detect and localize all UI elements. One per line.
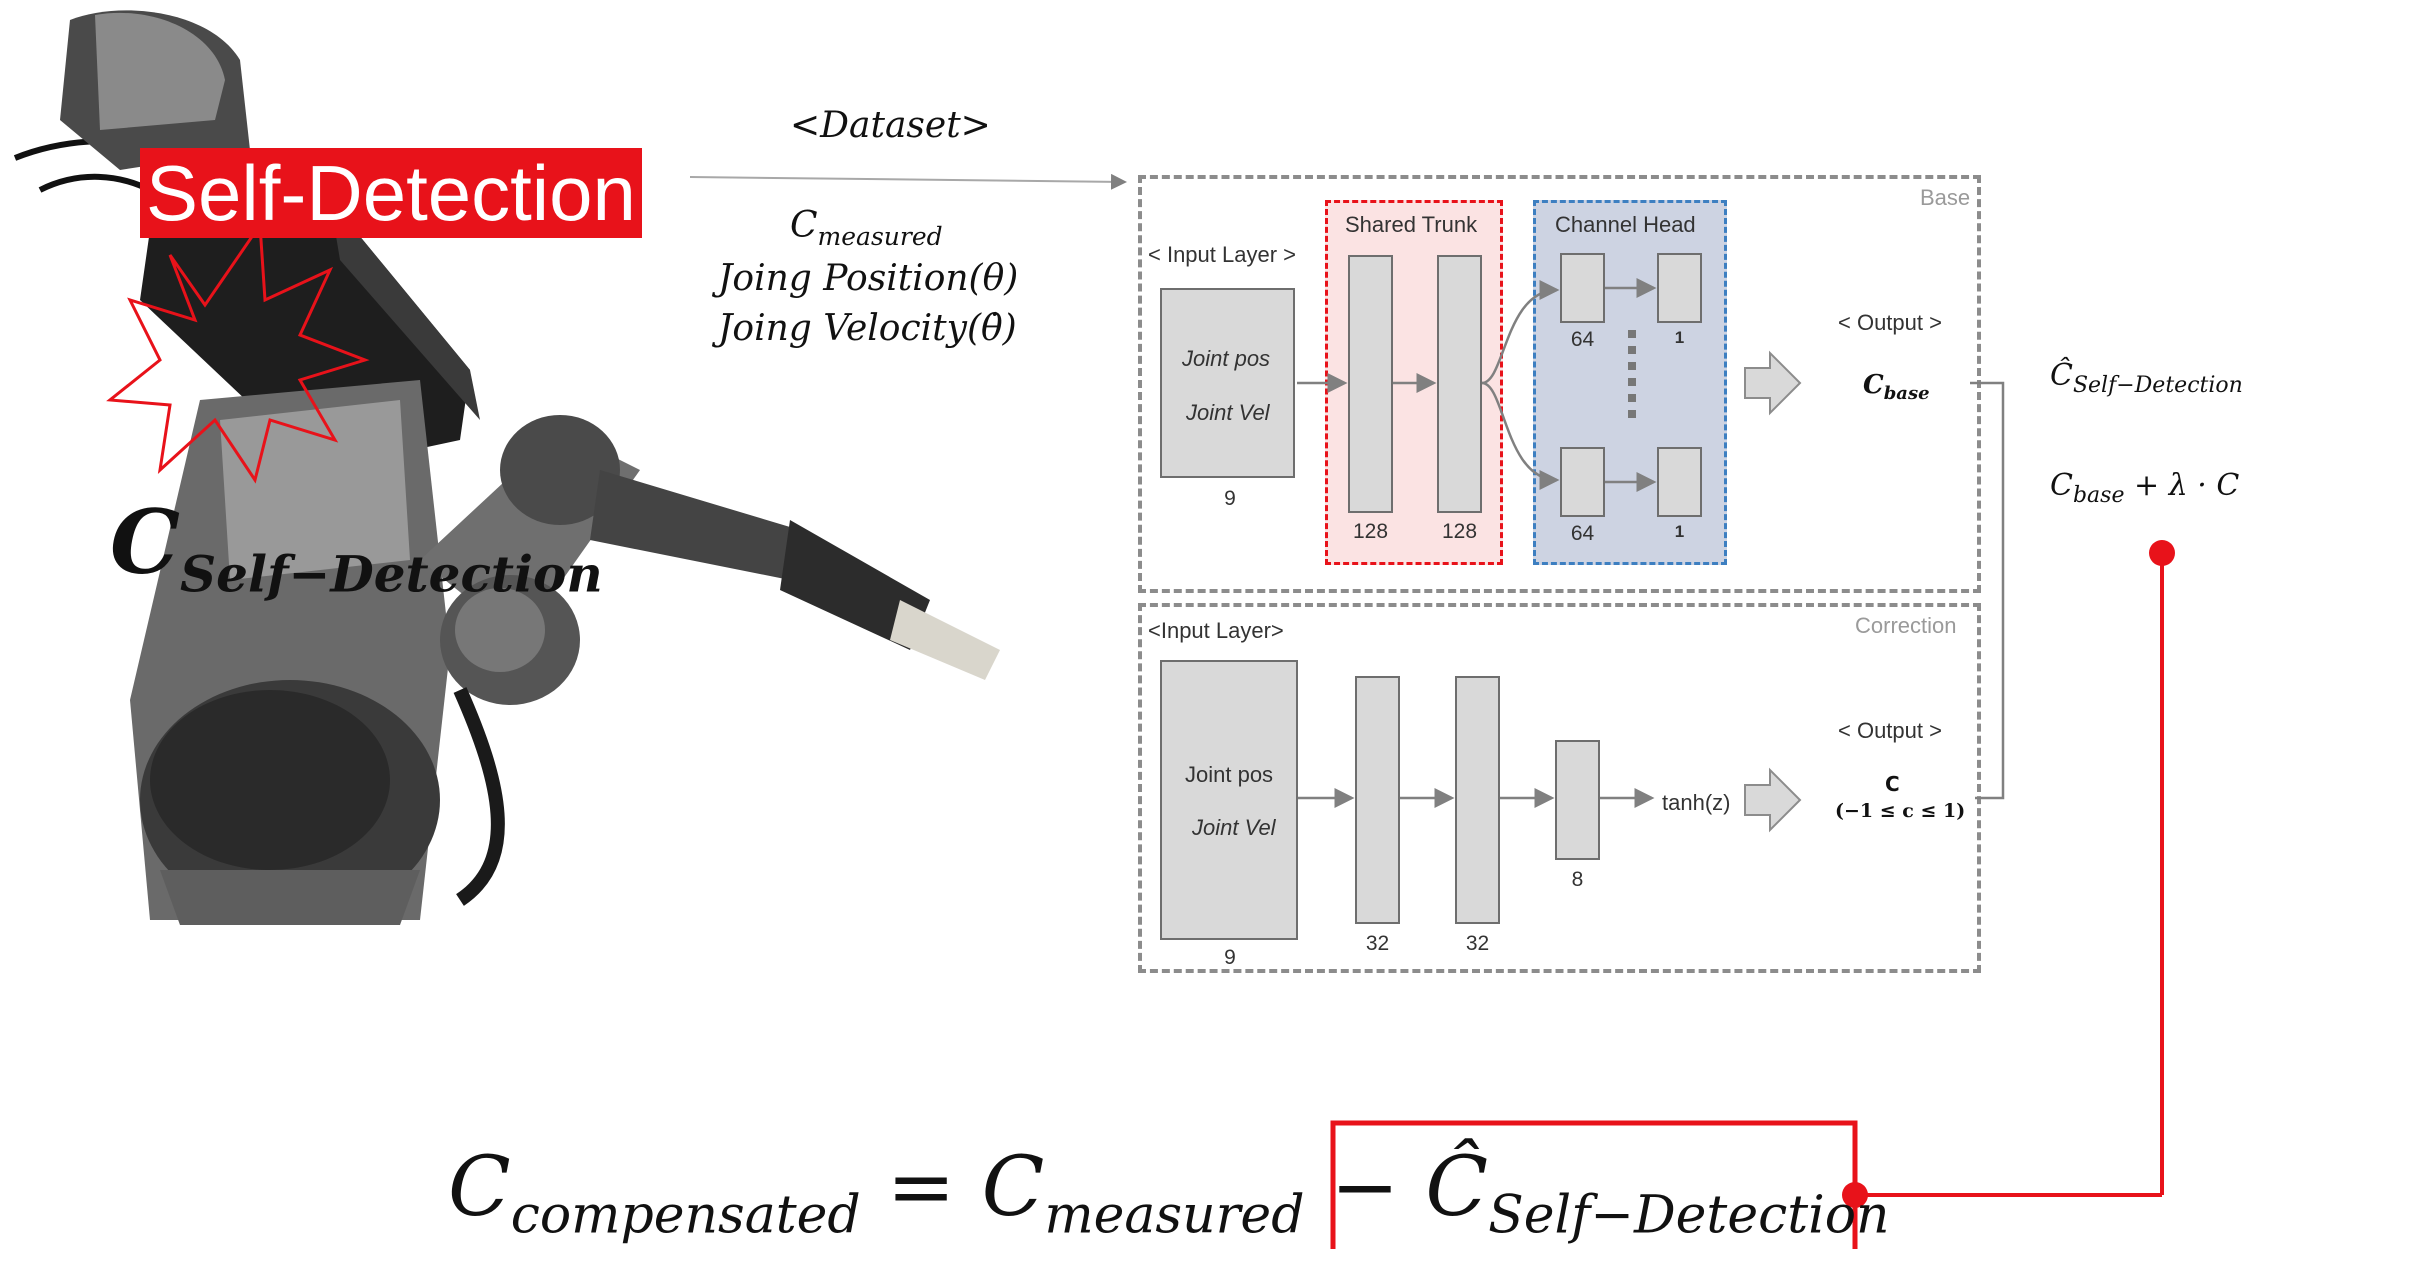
head-top-size-64: 64 [1570,328,1595,351]
correction-hidden-2 [1455,676,1500,924]
head-bottom-size-64: 64 [1570,522,1595,545]
base-input-size: 9 [1224,487,1236,510]
trunk-layer-1 [1348,255,1393,513]
head-bottom-layer-1 [1657,447,1702,517]
correction-input-joint-vel: Joint Vel [1192,815,1276,840]
correction-input-label: <Input Layer> [1148,618,1284,643]
highlight-box [1330,1120,1858,1249]
correction-input-layer [1160,660,1298,940]
compensation-equation: Ccompensated = Cmeasured − ĈSelf−Detecti… [448,1140,1890,1246]
head-top-layer-1 [1657,253,1702,323]
self-detection-label: Self-Detection [140,148,642,238]
correction-output-c: C [1885,772,1900,796]
correction-network-box [1138,603,1981,973]
combine-hat-symbol: ĈSelf−Detection [2050,358,2243,398]
base-output-value: Cbase [1863,370,1930,405]
robot-symbol: CSelf−Detection [110,490,603,604]
head-top-layer-64 [1560,253,1605,323]
correction-input-size: 9 [1224,946,1236,969]
base-output-label: < Output > [1838,310,1942,335]
base-input-layer [1160,288,1295,478]
base-input-label: < Input Layer > [1148,242,1296,267]
head-top-size-1: 1 [1674,328,1685,347]
correction-hidden-1 [1355,676,1400,924]
activation-label: tanh(z) [1662,790,1731,815]
trunk-size-2: 128 [1441,520,1478,543]
dataset-c-measured: Cmeasured [790,205,943,252]
base-output-arrow-icon [1744,350,1802,416]
base-input-joint-pos: Joint pos [1182,346,1271,371]
channel-head-label: Channel Head [1555,212,1696,237]
correction-input-joint-pos: Joint pos [1185,762,1274,787]
correction-output-range: (−1 ≤ c ≤ 1) [1835,800,1966,822]
head-bottom-size-1: 1 [1674,522,1685,541]
correction-size-3: 8 [1571,868,1584,891]
dataset-arrow [689,173,1127,190]
correction-output-arrow-icon [1744,767,1802,833]
correction-hidden-3 [1555,740,1600,860]
correction-output-label: < Output > [1838,718,1942,743]
dataset-title: <Dataset> [790,105,991,146]
dataset-joint-velocity: Joing Velocity(θ̇) [718,308,1017,349]
head-bottom-layer-64 [1560,447,1605,517]
combine-equation: Cbase + λ · C [2050,468,2240,508]
correction-size-2: 32 [1465,932,1490,955]
dataset-joint-position: Joing Position(θ) [718,258,1019,299]
correction-tag: Correction [1855,613,1957,638]
base-tag: Base [1920,185,1971,210]
trunk-size-1: 128 [1352,520,1389,543]
shared-trunk-label: Shared Trunk [1345,212,1478,237]
base-input-joint-vel: Joint Vel [1186,400,1270,425]
trunk-layer-2 [1437,255,1482,513]
connector-dot-top [2149,540,2175,566]
correction-size-1: 32 [1365,932,1390,955]
